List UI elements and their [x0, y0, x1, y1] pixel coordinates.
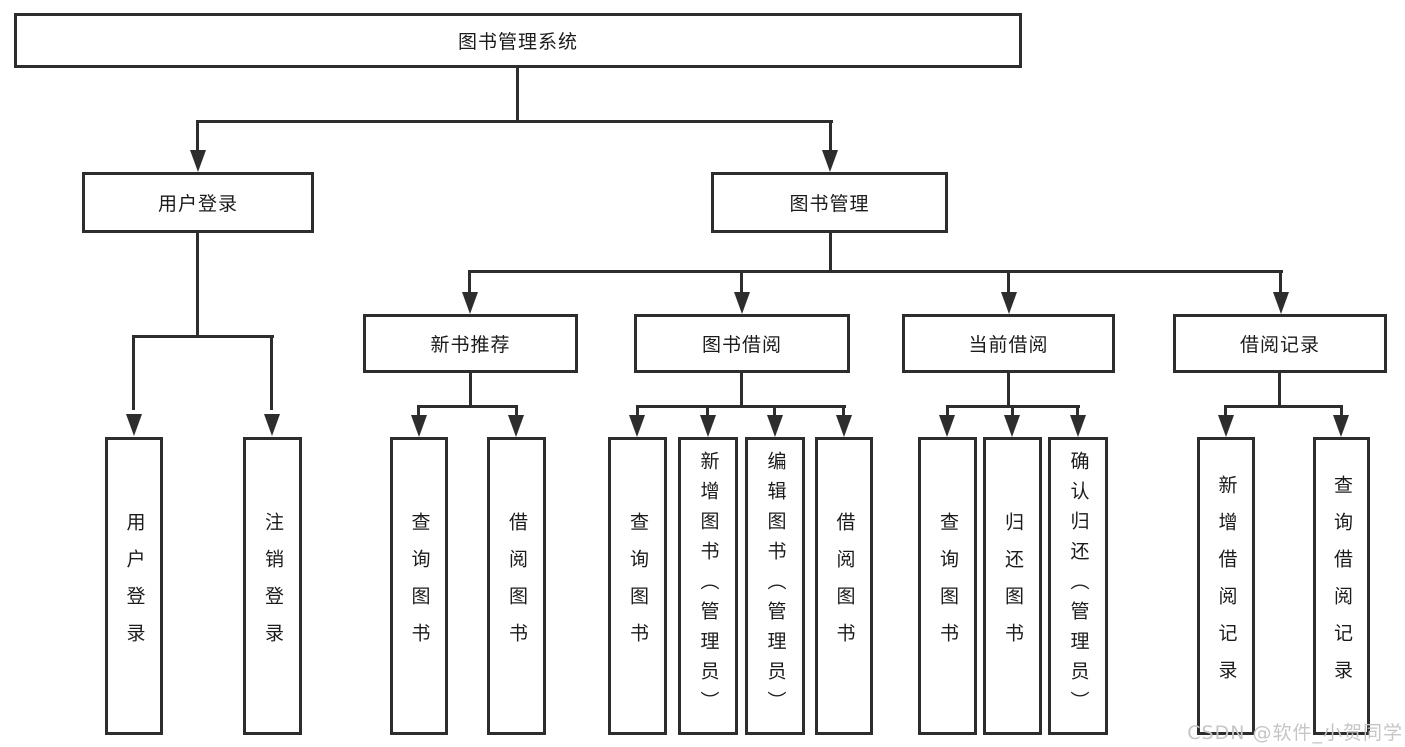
node-new-book-recommendation: 新书推荐: [363, 314, 578, 373]
node-query-books-borrowing: 查询图书: [608, 437, 667, 735]
connector-drop-book-management: [829, 120, 832, 152]
connector-user-login-branch: [132, 335, 274, 338]
connector-drop: [842, 405, 845, 417]
node-add-book-admin: 新增图书（管理员）: [678, 437, 738, 735]
node-book-management: 图书管理: [711, 172, 948, 233]
node-label: 编辑图书（管理员）: [764, 451, 787, 721]
connector-user-login-stem: [196, 233, 199, 337]
node-label: 借阅图书: [506, 512, 528, 660]
connector-drop: [1076, 405, 1079, 417]
connector-drop: [636, 405, 639, 417]
connector-stem: [1007, 373, 1010, 407]
connector-level2-branch: [196, 120, 833, 123]
node-label: 确认归还（管理员）: [1067, 451, 1090, 721]
connector-drop: [1340, 405, 1343, 417]
node-confirm-return-admin: 确认归还（管理员）: [1048, 437, 1108, 735]
node-label: 归还图书: [1002, 512, 1024, 660]
arrow-down-icon: [1001, 292, 1017, 314]
connector-stem: [740, 373, 743, 407]
connector-drop: [417, 405, 420, 417]
node-return-books: 归还图书: [983, 437, 1042, 735]
arrow-down-icon: [126, 414, 142, 436]
node-query-borrow-record: 查询借阅记录: [1313, 437, 1370, 735]
node-label: 新增借阅记录: [1215, 475, 1238, 697]
node-user-login: 用户登录: [82, 172, 314, 233]
connector-drop: [706, 405, 709, 417]
node-edit-book-admin: 编辑图书（管理员）: [745, 437, 805, 735]
node-label: 新增图书（管理员）: [697, 451, 720, 721]
arrow-down-icon: [1273, 292, 1289, 314]
connector-drop: [946, 405, 949, 417]
arrow-down-icon: [1070, 415, 1086, 437]
node-label: 查询图书: [408, 512, 431, 660]
arrow-down-icon: [836, 415, 852, 437]
node-label: 查询图书: [627, 512, 649, 660]
connector-branch: [417, 405, 518, 408]
connector-branch: [636, 405, 846, 408]
node-current-borrowing: 当前借阅: [902, 314, 1115, 373]
connector-drop: [468, 270, 471, 296]
connector-drop: [1279, 270, 1282, 296]
connector-stem: [1278, 373, 1281, 407]
node-query-books-current: 查询图书: [918, 437, 977, 735]
node-book-borrowing: 图书借阅: [634, 314, 850, 373]
arrow-down-icon: [462, 292, 478, 314]
node-borrow-books-leaf: 借阅图书: [815, 437, 873, 735]
connector-drop: [515, 405, 518, 417]
connector-branch: [1224, 405, 1343, 408]
connector-stem: [469, 373, 472, 407]
connector-book-management-stem: [829, 233, 832, 272]
connector-drop: [1224, 405, 1227, 417]
arrow-down-icon: [700, 415, 716, 437]
connector-root-stem: [516, 68, 519, 122]
arrow-down-icon: [264, 414, 280, 436]
csdn-watermark: CSDN @软件_小贺同学: [1187, 722, 1403, 744]
node-borrow-books-recommend: 借阅图书: [487, 437, 546, 735]
node-logout-leaf: 注销登录: [243, 437, 302, 735]
arrow-down-icon: [411, 415, 427, 437]
arrow-down-icon: [508, 415, 524, 437]
node-label: 用户登录: [123, 512, 146, 660]
connector-drop: [1007, 270, 1010, 296]
arrow-down-icon: [1333, 415, 1349, 437]
arrow-down-icon: [1218, 415, 1234, 437]
node-query-books-recommend: 查询图书: [390, 437, 448, 735]
node-user-login-leaf: 用户登录: [105, 437, 163, 735]
node-label: 查询图书: [937, 512, 959, 660]
connector-drop: [740, 270, 743, 296]
connector-drop: [1011, 405, 1014, 417]
arrow-down-icon: [939, 415, 955, 437]
arrow-down-icon: [629, 415, 645, 437]
node-label: 借阅图书: [833, 512, 856, 660]
arrow-down-icon: [1004, 415, 1020, 437]
arrow-down-icon: [734, 292, 750, 314]
arrow-down-icon: [822, 150, 838, 172]
node-label: 注销登录: [262, 512, 284, 660]
connector-level3-branch: [468, 270, 1283, 273]
node-add-borrow-record: 新增借阅记录: [1197, 437, 1255, 735]
arrow-down-icon: [767, 415, 783, 437]
node-label: 查询借阅记录: [1331, 475, 1353, 697]
node-library-management-system: 图书管理系统: [14, 13, 1022, 68]
connector-drop: [132, 335, 135, 410]
connector-drop: [773, 405, 776, 417]
connector-drop-user-login: [196, 120, 199, 152]
connector-drop: [270, 335, 273, 410]
node-borrowing-records: 借阅记录: [1173, 314, 1387, 373]
arrow-down-icon: [190, 150, 206, 172]
